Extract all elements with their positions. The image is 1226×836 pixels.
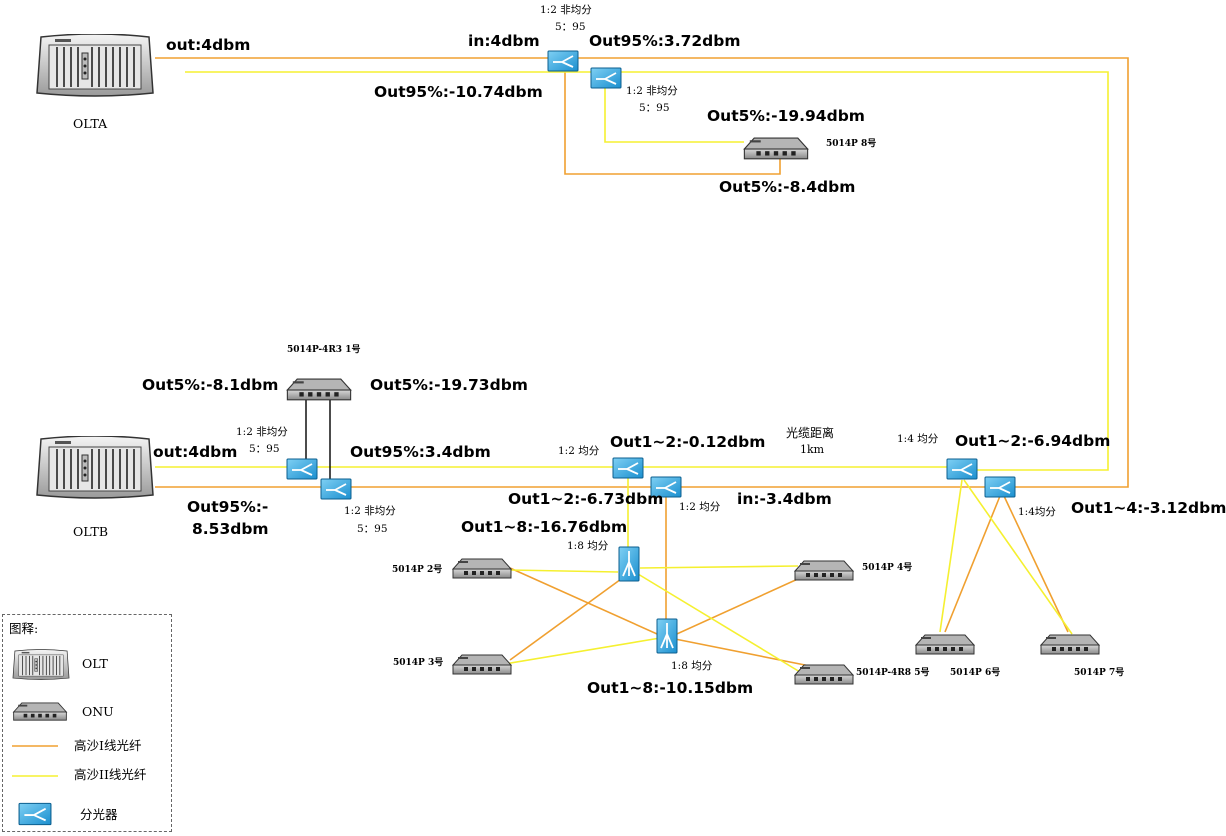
onu1-drop-lines xyxy=(305,400,331,482)
onu6-label: 5014P 6号 xyxy=(950,668,1001,678)
splitter-d1[interactable] xyxy=(618,546,640,582)
onu3-label: 5014P 3号 xyxy=(393,658,444,668)
splitter-a2-type: 1:2 非均分 xyxy=(626,85,678,97)
splitter-b1-ratio: 5：95 xyxy=(249,443,280,455)
onu-3-device[interactable] xyxy=(452,654,512,675)
fiber-olta-lower-trunk xyxy=(185,71,1109,471)
fiber-d2-to-onu3 xyxy=(504,637,661,665)
reading-a-out95-top: Out95%:3.72dbm xyxy=(589,32,741,50)
legend-line1-label: 高沙I线光纤 xyxy=(74,738,142,753)
splitter-d1-type: 1:8 均分 xyxy=(567,540,609,552)
reading-b-out5-left: Out5%:-8.1dbm xyxy=(142,376,279,394)
onu-7-device[interactable] xyxy=(1040,634,1100,655)
splitter-a2[interactable] xyxy=(590,67,622,89)
fiber-line-2-group xyxy=(155,71,1109,673)
splitter-a2-ratio: 5：95 xyxy=(639,102,670,114)
reading-a-out5-top: Out5%:-19.94dbm xyxy=(707,107,865,125)
reading-b-out95-left-2: 8.53dbm xyxy=(192,520,269,538)
onu-5-device[interactable] xyxy=(794,664,854,685)
olta-device[interactable] xyxy=(36,34,154,97)
onu-1-device[interactable] xyxy=(286,378,352,401)
legend-box xyxy=(2,614,172,832)
fiber-d1-to-onu4 xyxy=(639,565,799,569)
splitter-b2[interactable] xyxy=(320,478,352,500)
fiber-e1-to-onu6 xyxy=(939,479,963,633)
reading-a-out95-left: Out95%:-10.74dbm xyxy=(374,83,543,101)
reading-oltb-out: out:4dbm xyxy=(153,443,238,461)
fiber-line-1-group xyxy=(155,57,1129,669)
legend-title: 图释: xyxy=(9,621,39,636)
onu-8-device[interactable] xyxy=(743,137,809,160)
fiber-e2-to-onu6 xyxy=(944,495,1001,633)
legend-onu-label: ONU xyxy=(82,704,114,719)
onu5-label: 5014P-4R8 5号 xyxy=(856,668,930,678)
reading-a-in: in:4dbm xyxy=(468,32,540,50)
reading-olta-out: out:4dbm xyxy=(166,36,251,54)
splitter-c2-type: 1:2 均分 xyxy=(679,501,721,513)
splitter-a1-type: 1:2 非均分 xyxy=(540,4,592,16)
olta-label: OLTA xyxy=(73,116,108,131)
fiber-d1-to-onu2 xyxy=(509,569,619,573)
onu2-label: 5014P 2号 xyxy=(392,565,443,575)
reading-e-out12: Out1~2:-6.94dbm xyxy=(955,432,1111,450)
onu4-label: 5014P 4号 xyxy=(862,563,913,573)
onu-4-device[interactable] xyxy=(794,560,854,581)
splitter-b2-type: 1:2 非均分 xyxy=(344,505,396,517)
fiber-d2-to-onu5 xyxy=(669,637,821,669)
splitter-d2[interactable] xyxy=(656,618,678,654)
cable-distance-title: 光缆距离 xyxy=(786,426,835,440)
splitter-d2-type: 1:8 均分 xyxy=(671,660,713,672)
reading-b-out95-right: Out95%:3.4dbm xyxy=(350,443,491,461)
cable-distance-value: 1km xyxy=(800,443,825,456)
onu1-label: 5014P-4R3 1号 xyxy=(287,345,361,355)
reading-b-out5-right: Out5%:-19.73dbm xyxy=(370,376,528,394)
onu7-label: 5014P 7号 xyxy=(1074,668,1125,678)
reading-c-in: in:-3.4dbm xyxy=(737,490,832,508)
splitter-a1[interactable] xyxy=(547,50,579,72)
reading-d-out18-top: Out1~8:-16.76dbm xyxy=(461,518,628,536)
fiber-splitter-a1-to-onu8 xyxy=(564,72,781,175)
reading-d-out18-bottom: Out1~8:-10.15dbm xyxy=(587,679,754,697)
reading-c-out12-bottom: Out1~2:-6.73dbm xyxy=(508,490,664,508)
splitter-b1-type: 1:2 非均分 xyxy=(236,426,288,438)
splitter-e2[interactable] xyxy=(984,476,1016,498)
reading-e-out14: Out1~4:-3.12dbm xyxy=(1071,499,1226,517)
legend-olt-label: OLT xyxy=(82,656,108,671)
reading-c-out12-top: Out1~2:-0.12dbm xyxy=(610,433,766,451)
reading-a-out5-bottom: Out5%:-8.4dbm xyxy=(719,178,856,196)
splitter-b2-ratio: 5：95 xyxy=(357,523,388,535)
oltb-label: OLTB xyxy=(73,524,109,539)
fiber-d1-to-onu5 xyxy=(637,573,801,673)
onu-2-device[interactable] xyxy=(452,558,512,579)
oltb-device[interactable] xyxy=(36,436,154,499)
reading-b-out95-left-1: Out95%:- xyxy=(187,498,269,516)
splitter-a1-ratio: 5：95 xyxy=(555,21,586,33)
splitter-c1-type: 1:2 均分 xyxy=(558,445,600,457)
splitter-b1[interactable] xyxy=(286,458,318,480)
splitter-e1[interactable] xyxy=(946,458,978,480)
fiber-olta-to-east-trunk xyxy=(155,57,1129,488)
legend-line2-label: 高沙II线光纤 xyxy=(74,767,147,782)
onu8-label: 5014P 8号 xyxy=(826,139,877,149)
fiber-e1-to-onu7 xyxy=(963,479,1073,635)
fiber-e2-to-onu7 xyxy=(1003,495,1069,633)
splitter-e1-type: 1:4 均分 xyxy=(897,433,939,445)
splitter-e2-type: 1:4均分 xyxy=(1018,506,1056,518)
fiber-splitter-a2-to-onu8 xyxy=(604,88,744,143)
legend-splitter-label: 分光器 xyxy=(80,807,118,822)
fiber-d1-to-onu3 xyxy=(509,573,629,661)
onu-6-device[interactable] xyxy=(915,634,975,655)
splitter-c1[interactable] xyxy=(612,457,644,479)
